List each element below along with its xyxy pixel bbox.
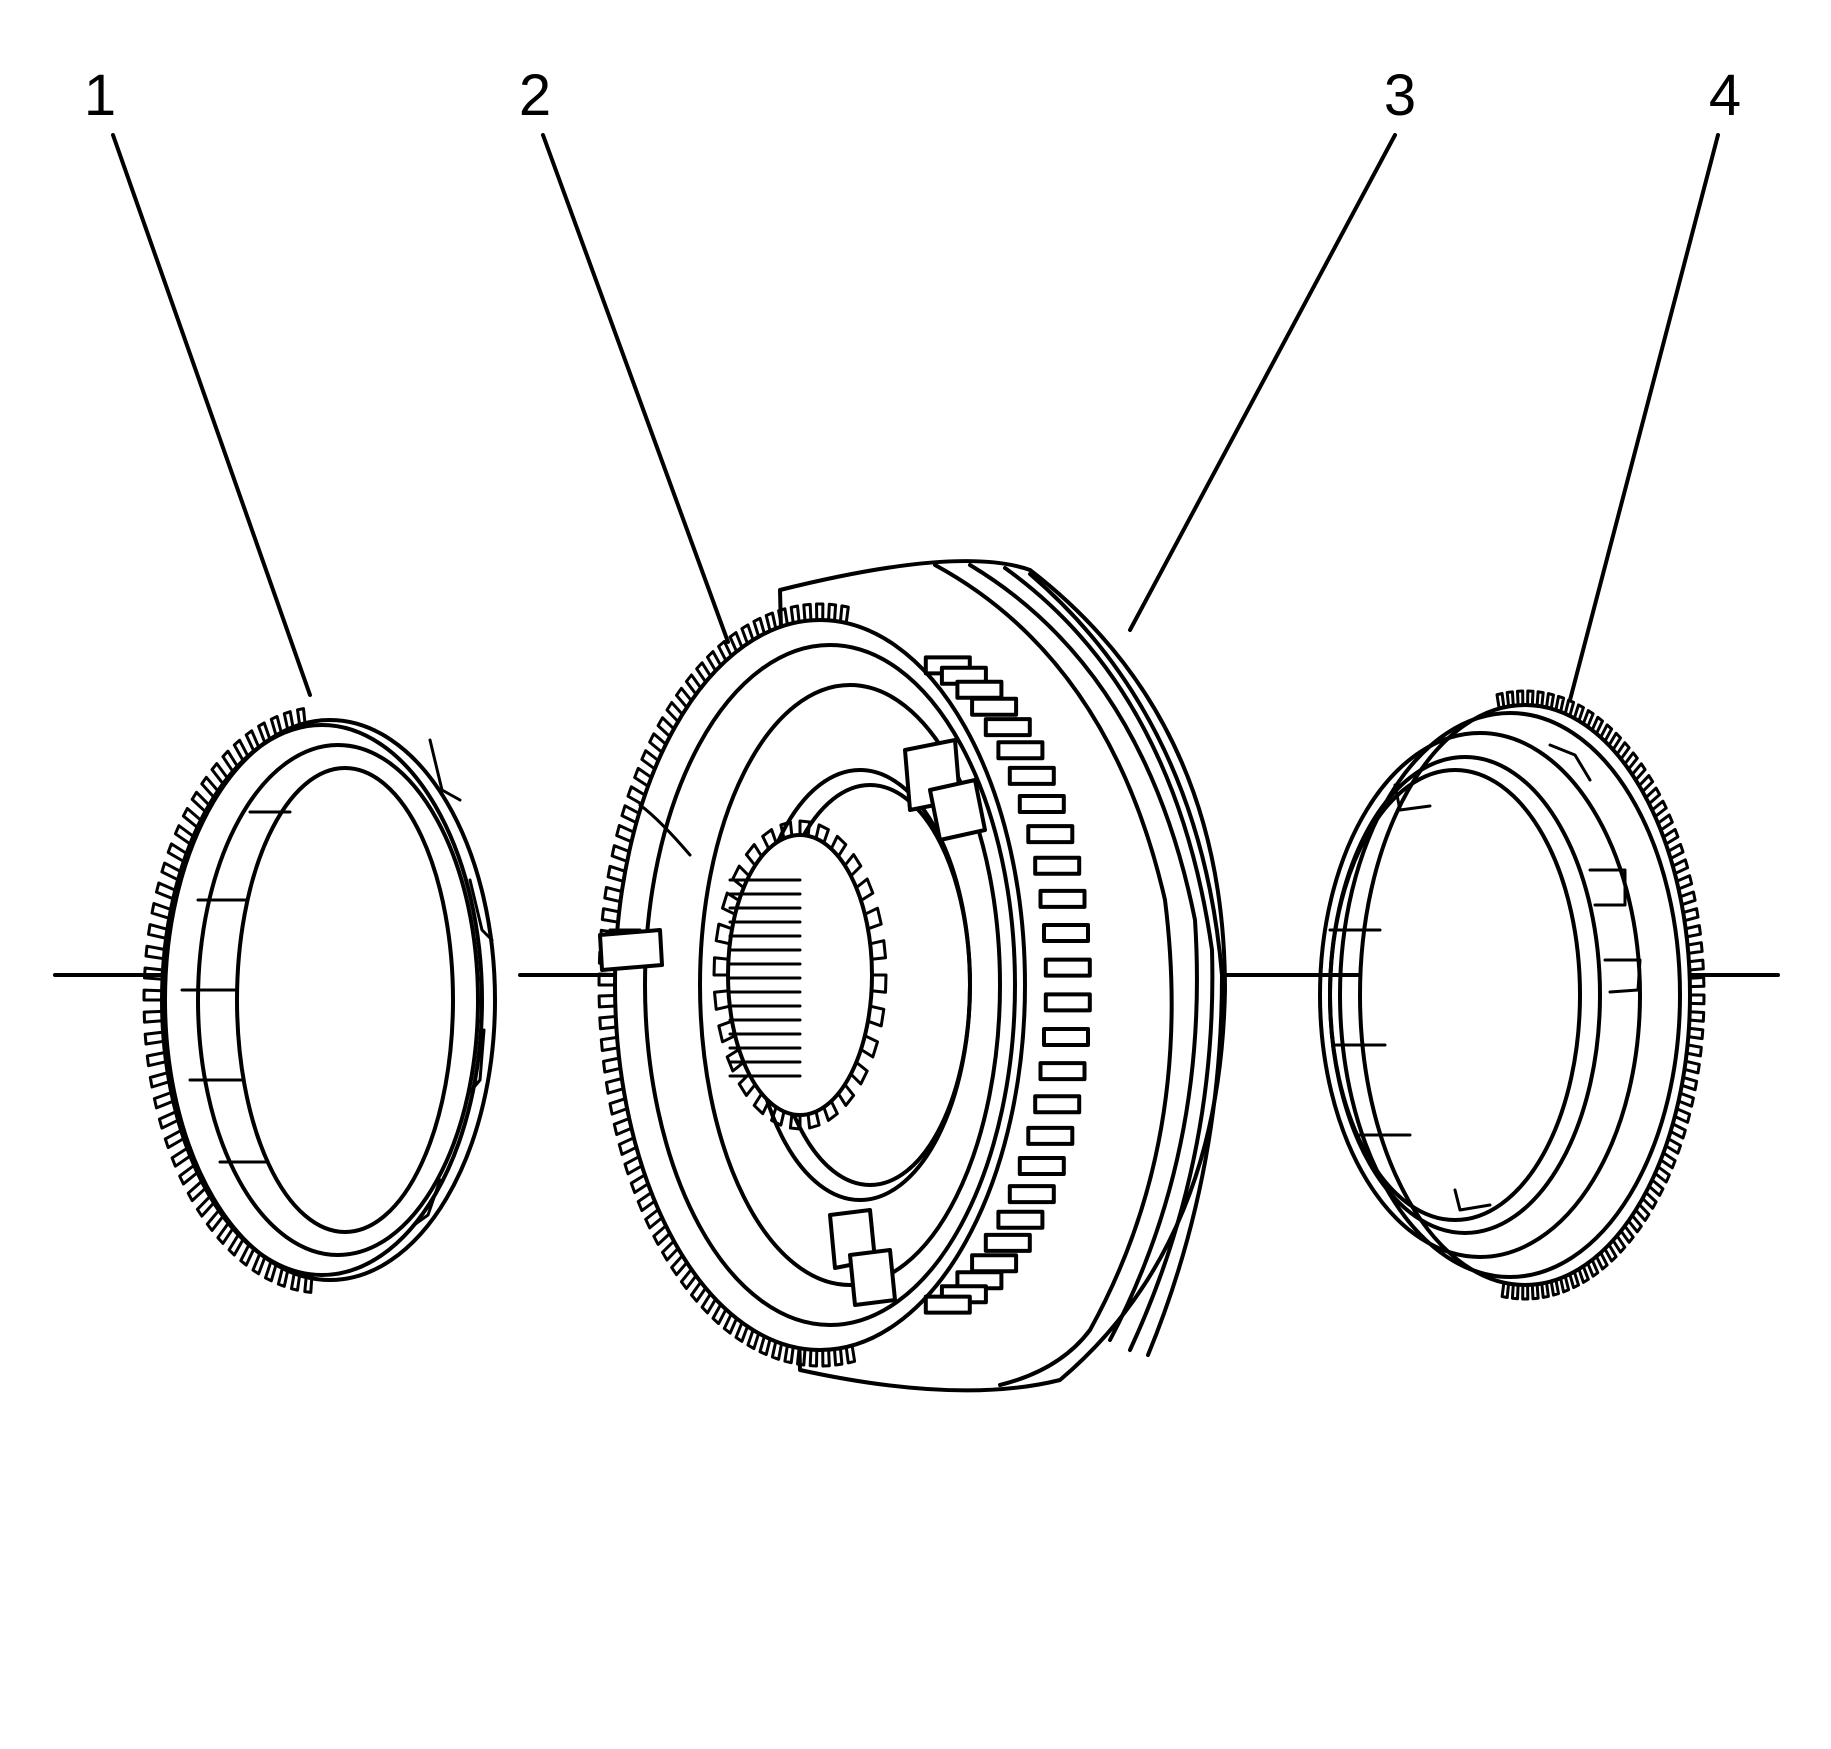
ring4-teeth-path (1495, 689, 1706, 1301)
ring1-teeth-path (142, 707, 314, 1294)
sleeve-tooth (1038, 1061, 1087, 1082)
sleeve-tooth (970, 1253, 1019, 1274)
right-ring-teeth (1495, 689, 1706, 1301)
sleeve-tooth (1033, 855, 1082, 876)
hub-spline-lines (728, 878, 802, 1078)
callout-3: 3 (1384, 63, 1416, 128)
sleeve-tooth (1007, 765, 1056, 786)
sleeve-tooth (1026, 824, 1075, 845)
hub-teeth-path (597, 602, 857, 1368)
leader-lines (111, 133, 1720, 702)
sleeve-tooth (996, 1209, 1045, 1230)
sleeve-tooth (1042, 1027, 1090, 1047)
blocker-ring-side-lugs (412, 738, 494, 1227)
part-1-blocker-ring (142, 707, 497, 1294)
leader-line-3 (1128, 133, 1397, 632)
sleeve-tooth (923, 1294, 972, 1315)
leader-line-2 (541, 133, 730, 644)
sleeve-tooth (983, 1232, 1032, 1253)
sleeve-tooth (970, 696, 1019, 717)
right-ring-inner-lugs (1328, 743, 1642, 1212)
leader-line-1 (111, 133, 312, 697)
sleeve-tooth (1007, 1184, 1056, 1205)
sleeve-internal-teeth (923, 655, 1092, 1315)
sleeve-tooth (1043, 992, 1092, 1013)
blocker-ring-teeth (142, 707, 314, 1294)
sleeve-tooth (1026, 1125, 1075, 1146)
sleeve-tooth (955, 679, 1004, 700)
spline-teeth-path (712, 819, 888, 1131)
hub-outer-teeth (597, 602, 857, 1368)
sleeve-tooth (1042, 923, 1090, 943)
callout-4: 4 (1709, 63, 1741, 128)
sleeve-tooth (1038, 888, 1087, 909)
sleeve-tooth (1033, 1094, 1082, 1115)
sleeve-tooth (1017, 1156, 1066, 1176)
sleeve-tooth (1043, 957, 1092, 978)
hub-strut-keys (598, 738, 987, 1307)
leader-line-4 (1568, 133, 1720, 702)
sleeve-tooth (983, 717, 1032, 738)
sleeve-tooth (1017, 794, 1066, 814)
callout-2: 2 (519, 63, 551, 128)
sleeve-tooth (996, 740, 1045, 761)
callout-1: 1 (84, 63, 116, 128)
part-2-3-synchronizer-assembly (597, 559, 1227, 1393)
callout-labels: 1 2 3 4 (84, 63, 1741, 128)
part-4-blocker-ring (1318, 689, 1706, 1301)
part-2-synchronizer-hub (597, 602, 1092, 1368)
blocker-ring-inner-lugs (180, 810, 292, 1164)
hub-inner-splines (712, 819, 888, 1131)
